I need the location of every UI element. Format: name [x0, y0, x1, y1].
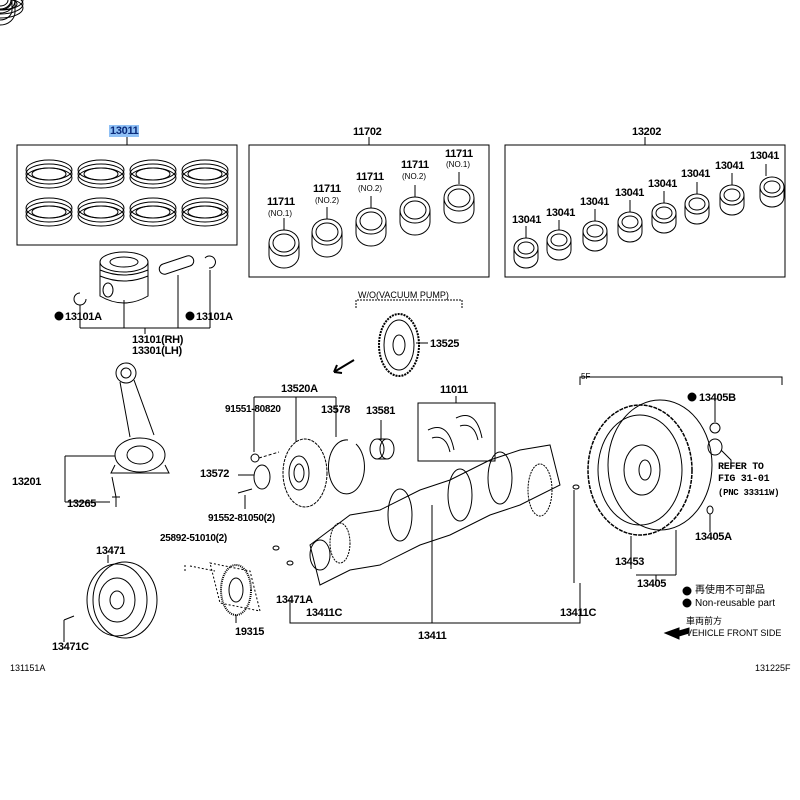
part-label-13471a[interactable]: 13471A [276, 594, 313, 606]
figure-code-right: 131225F [755, 663, 791, 673]
part-label-11711[interactable]: 11711 [313, 183, 341, 195]
non-reusable-bullet-icon [185, 311, 195, 321]
vacuum-pump-note: W/O(VACUUM PUMP) [358, 290, 449, 300]
part-label-13041[interactable]: 13041 [546, 207, 576, 219]
part-label-11711[interactable]: 11711 [401, 159, 429, 171]
part-label-13405b[interactable]: 13405B [699, 392, 736, 404]
refer-note: (PNC 33311W) [718, 488, 780, 498]
part-label-11711[interactable]: 11711 [445, 148, 473, 160]
part-label-13202[interactable]: 13202 [632, 126, 662, 138]
part-label-13041[interactable]: 13041 [750, 150, 780, 162]
legend-front-en: VEHICLE FRONT SIDE [686, 628, 782, 638]
thrust-washer-box [417, 402, 496, 462]
part-label-13041[interactable]: 13041 [580, 196, 610, 208]
part-label-11711[interactable]: 11711 [267, 196, 295, 208]
conrod-bearings-icon [0, 0, 785, 269]
legend-non-reusable-jp: 再使用不可部品 [695, 585, 765, 596]
bearing-position: (NO.2) [402, 172, 426, 181]
part-label-13041[interactable]: 13041 [512, 214, 542, 226]
figure-code-left: 131151A [10, 663, 46, 673]
bearing-position: (NO.1) [446, 160, 470, 169]
legend-non-reusable-en: Non-reusable part [695, 598, 776, 609]
part-label-13572[interactable]: 13572 [200, 468, 230, 480]
pulley-icon [63, 555, 261, 642]
gear-13520a-icon [237, 396, 395, 509]
non-reusable-bullet-icon [682, 598, 692, 608]
part-label-13041[interactable]: 13041 [648, 178, 678, 190]
vacuum-pump-bracket [355, 299, 463, 308]
group-label-5f: 5F [581, 372, 591, 381]
part-label-11011[interactable]: 11011 [440, 384, 468, 396]
legend-front-jp: 車両前方 [686, 616, 723, 626]
part-label-13101-rh[interactable]: 13101(RH) [132, 334, 184, 346]
part-label-13453[interactable]: 13453 [615, 556, 645, 568]
part-label-13041[interactable]: 13041 [615, 187, 645, 199]
part-label-11702[interactable]: 11702 [353, 126, 382, 138]
part-label-13411c[interactable]: 13411C [560, 607, 597, 619]
part-label-91551-80820[interactable]: 91551-80820 [225, 404, 281, 415]
bearing-position: (NO.2) [315, 196, 339, 205]
flywheel-bracket [579, 376, 783, 385]
refer-note: REFER TO [718, 462, 764, 473]
gear-13525-icon [378, 313, 428, 377]
non-reusable-bullet-icon [682, 586, 692, 596]
part-label-11711[interactable]: 11711 [356, 171, 384, 183]
part-label-13041[interactable]: 13041 [681, 168, 711, 180]
arrow-icon [333, 359, 355, 374]
part-label-19315[interactable]: 19315 [235, 626, 265, 638]
part-label-13525[interactable]: 13525 [430, 338, 460, 350]
connecting-rod-icon [64, 362, 170, 507]
bearing-position: (NO.2) [358, 184, 382, 193]
refer-note[interactable]: FIG 31-01 [718, 474, 770, 485]
non-reusable-bullet-icon [54, 311, 64, 321]
part-label-13301-lh[interactable]: 13301(LH) [132, 345, 182, 357]
part-label-13411[interactable]: 13411 [418, 630, 447, 642]
part-label-13578[interactable]: 13578 [321, 404, 351, 416]
part-label-13411c[interactable]: 13411C [306, 607, 343, 619]
part-label-13471[interactable]: 13471 [96, 545, 126, 557]
part-label-13041[interactable]: 13041 [715, 160, 745, 172]
flywheel-icon [587, 399, 732, 581]
part-label-13011[interactable]: 13011 [109, 125, 140, 137]
crankshaft-icon [272, 444, 581, 624]
part-label-13405[interactable]: 13405 [637, 578, 667, 590]
part-label-13265[interactable]: 13265 [67, 498, 97, 510]
part-label-13101a[interactable]: 13101A [196, 311, 233, 323]
piston-rings-icon [0, 0, 229, 227]
bearing-position: (NO.1) [268, 209, 292, 218]
part-label-13101a[interactable]: 13101A [65, 311, 102, 323]
main-bearings-icon [0, 0, 475, 269]
non-reusable-bullet-icon [687, 392, 697, 402]
piston-icon [73, 251, 216, 334]
thrust-washers-icon [427, 415, 483, 453]
part-label-25892-51010[interactable]: 25892-51010(2) [160, 533, 227, 544]
front-arrow-icon [663, 627, 690, 640]
part-label-13471c[interactable]: 13471C [52, 641, 89, 653]
part-label-91552-81050[interactable]: 91552-81050(2) [208, 513, 275, 524]
part-label-13581[interactable]: 13581 [366, 405, 396, 417]
part-label-13405a[interactable]: 13405A [695, 531, 732, 543]
part-label-13201[interactable]: 13201 [12, 476, 42, 488]
part-label-13520a[interactable]: 13520A [281, 383, 318, 395]
